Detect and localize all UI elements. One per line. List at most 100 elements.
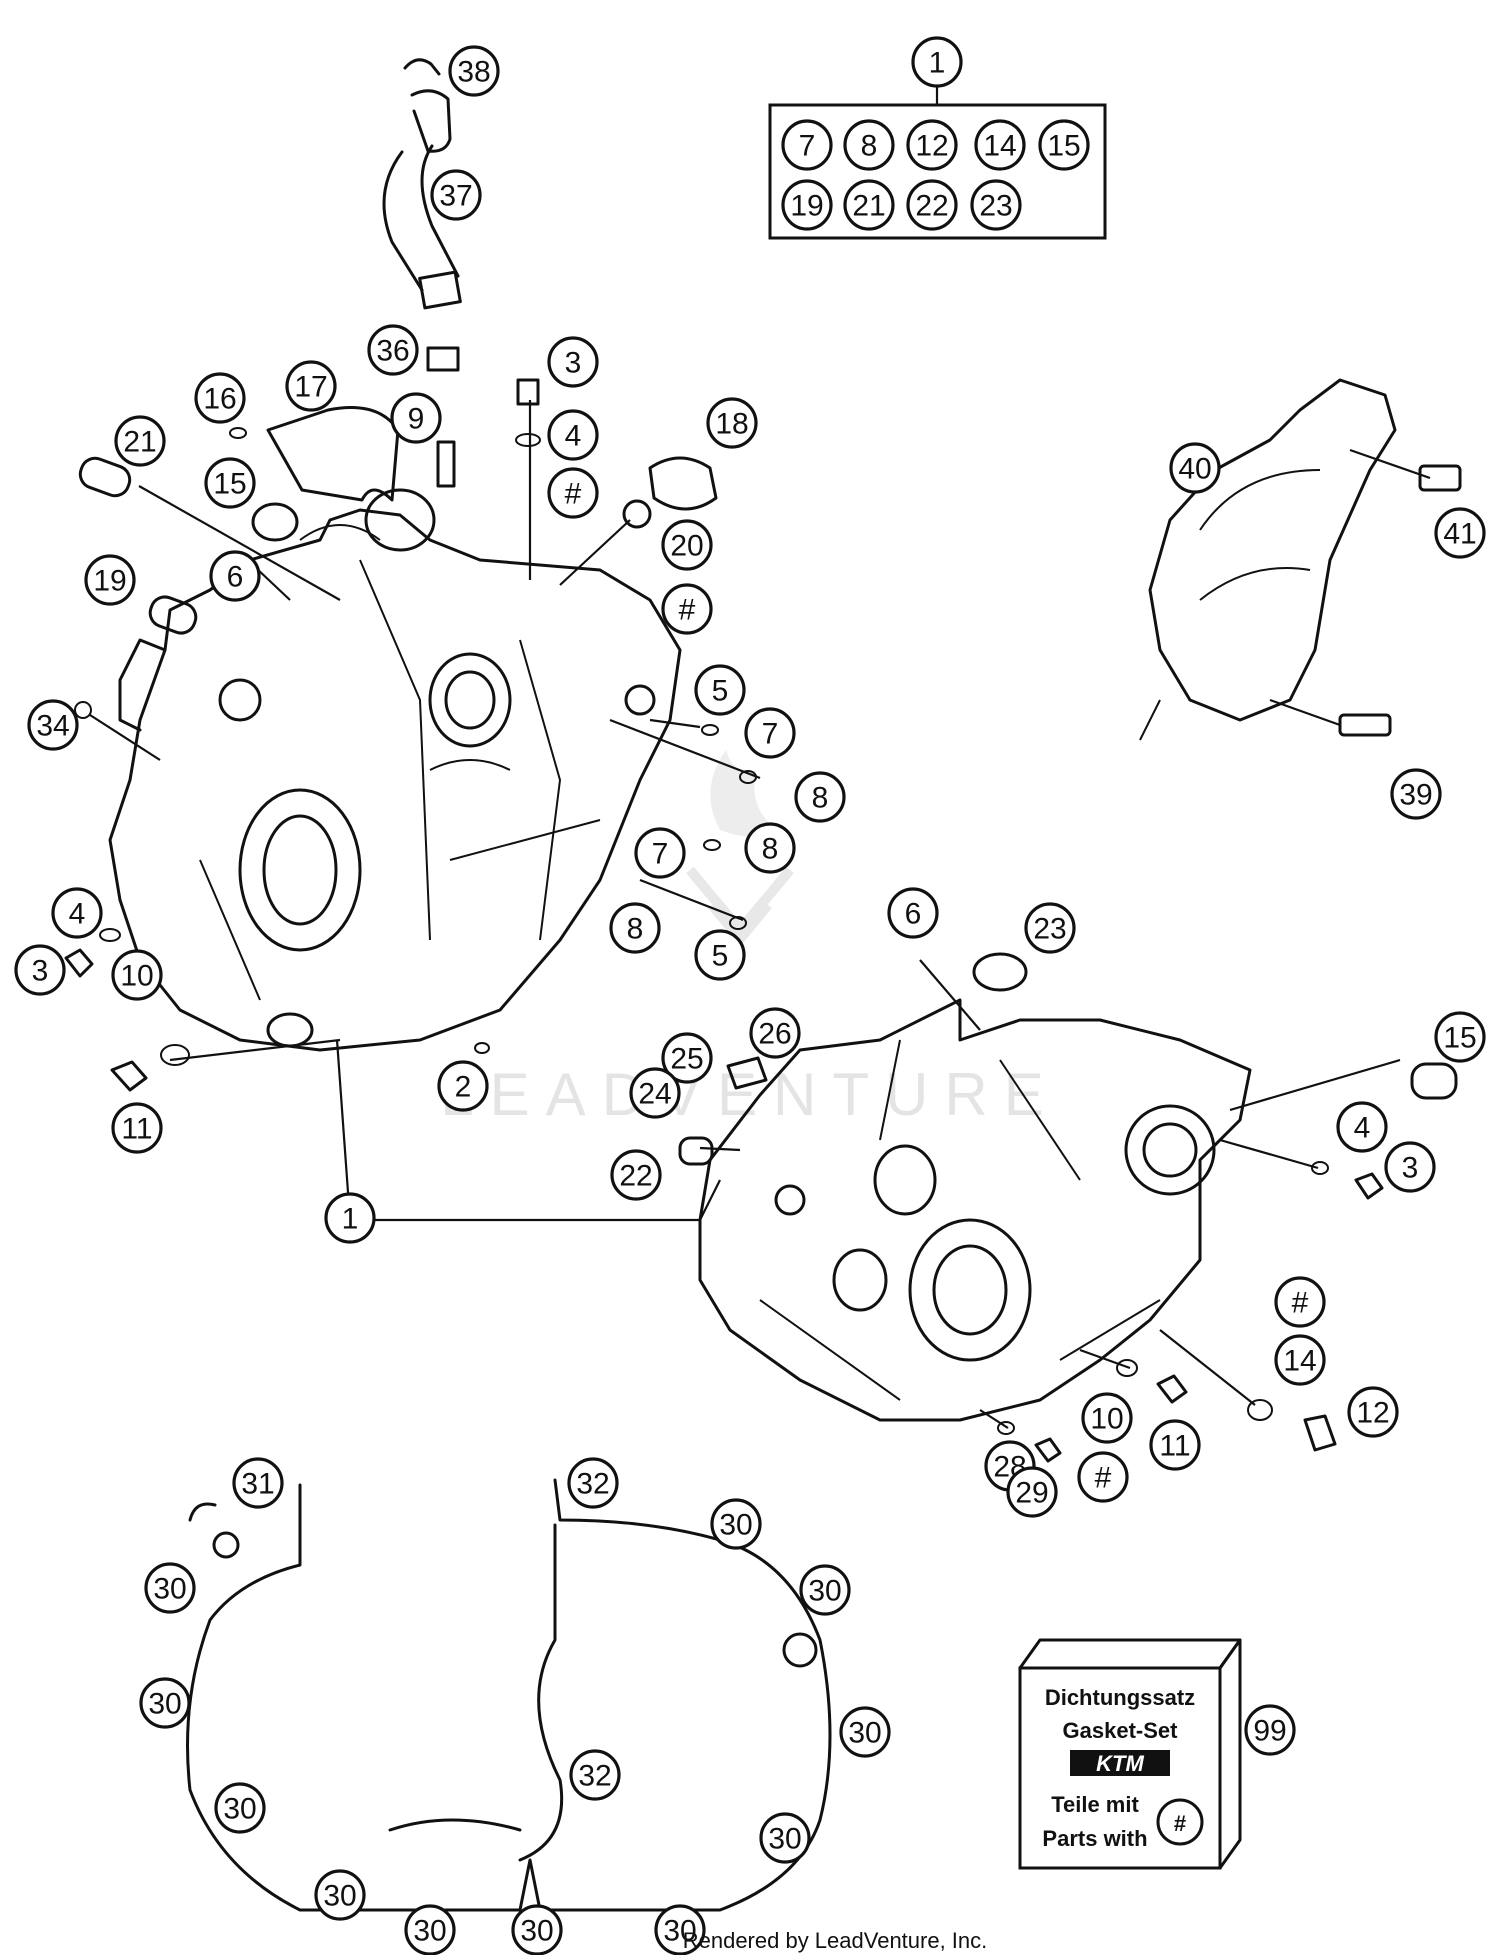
callout-label: 7 bbox=[762, 718, 779, 751]
callout-circle bbox=[511, 1904, 563, 1955]
callout-39: 39 bbox=[1390, 768, 1442, 820]
callout-20: 20 bbox=[661, 519, 713, 571]
callout-label: 29 bbox=[1015, 1477, 1048, 1510]
callout-19: 19 bbox=[84, 554, 136, 606]
callout-41: 41 bbox=[1434, 507, 1486, 559]
callout-label: 19 bbox=[93, 565, 126, 598]
callout-22: 22 bbox=[610, 1149, 662, 1201]
callout-label: 5 bbox=[712, 940, 729, 973]
callout-circle bbox=[1434, 507, 1486, 559]
callout-label: 2 bbox=[455, 1071, 472, 1104]
callout-circle bbox=[974, 119, 1026, 171]
callout-label: 8 bbox=[812, 782, 829, 815]
ktm-logo bbox=[1070, 1750, 1170, 1776]
callout-hash: # bbox=[1077, 1451, 1129, 1503]
kit-line-1: Dichtungssatz bbox=[1045, 1685, 1195, 1710]
callout-11: 11 bbox=[1149, 1419, 1201, 1471]
leader-lines bbox=[89, 400, 1431, 1429]
callout-31: 31 bbox=[232, 1457, 284, 1509]
callout-30: 30 bbox=[214, 1782, 266, 1834]
callout-label: 18 bbox=[715, 408, 748, 441]
callout-label: 32 bbox=[576, 1468, 609, 1501]
callout-label: 30 bbox=[413, 1915, 446, 1948]
callout-30: 30 bbox=[759, 1812, 811, 1864]
callout-label: 7 bbox=[652, 838, 669, 871]
callout-label: 25 bbox=[670, 1043, 703, 1076]
callout-15: 15 bbox=[1434, 1011, 1486, 1063]
callout-4: 4 bbox=[51, 887, 103, 939]
callout-circle bbox=[114, 415, 166, 467]
callout-circle bbox=[204, 457, 256, 509]
callout-circle bbox=[1274, 1276, 1326, 1328]
callout-30: 30 bbox=[139, 1677, 191, 1729]
callout-label: 10 bbox=[1090, 1403, 1123, 1436]
callout-32: 32 bbox=[567, 1457, 619, 1509]
callout-circle bbox=[634, 827, 686, 879]
callout-circle bbox=[367, 324, 419, 376]
callout-label: 30 bbox=[808, 1575, 841, 1608]
callout-circle bbox=[214, 1782, 266, 1834]
callout-30: 30 bbox=[404, 1904, 456, 1955]
callout-label: 11 bbox=[1159, 1430, 1190, 1463]
callout-label: 30 bbox=[223, 1793, 256, 1826]
callout-circle bbox=[1038, 119, 1090, 171]
callout-8: 8 bbox=[744, 822, 796, 874]
callout-18: 18 bbox=[706, 397, 758, 449]
callout-circle bbox=[661, 1032, 713, 1084]
callout-30: 30 bbox=[839, 1706, 891, 1758]
callout-circle bbox=[1434, 1011, 1486, 1063]
callout-circle bbox=[843, 179, 895, 231]
watermark-logo bbox=[686, 750, 794, 947]
callout-19: 19 bbox=[781, 179, 833, 231]
callout-circle bbox=[232, 1457, 284, 1509]
callout-29: 29 bbox=[1006, 1466, 1058, 1518]
callout-circle bbox=[799, 1564, 851, 1616]
callout-label: 21 bbox=[852, 190, 885, 223]
callout-label: # bbox=[679, 594, 696, 627]
callout-7: 7 bbox=[781, 119, 833, 171]
callout-9: 9 bbox=[390, 392, 442, 444]
callout-14: 14 bbox=[974, 119, 1026, 171]
callout-circle bbox=[448, 45, 500, 97]
callout-label: 41 bbox=[1443, 518, 1476, 551]
callout-circle bbox=[390, 392, 442, 444]
kit-line-2: Gasket-Set bbox=[1063, 1718, 1179, 1743]
callout-label: 3 bbox=[1402, 1152, 1419, 1185]
callout-label: 30 bbox=[148, 1688, 181, 1721]
callout-circle bbox=[906, 119, 958, 171]
callout-label: 12 bbox=[915, 130, 948, 163]
callout-circle bbox=[694, 664, 746, 716]
callout-10: 10 bbox=[1081, 1392, 1133, 1444]
ktm-logo-text: KTM bbox=[1096, 1751, 1144, 1776]
callout-37: 37 bbox=[430, 169, 482, 221]
callout-label: 40 bbox=[1178, 453, 1211, 486]
callout-label: 30 bbox=[153, 1573, 186, 1606]
callout-30: 30 bbox=[710, 1498, 762, 1550]
callout-circle bbox=[285, 360, 337, 412]
callout-4: 4 bbox=[547, 409, 599, 461]
callout-label: 15 bbox=[213, 468, 246, 501]
callout-circle bbox=[139, 1677, 191, 1729]
callout-label: 7 bbox=[799, 130, 816, 163]
callout-label: 31 bbox=[241, 1468, 274, 1501]
watermark-text: LEADVENTURE bbox=[440, 1061, 1059, 1128]
callout-label: 37 bbox=[439, 180, 472, 213]
callout-label: 4 bbox=[69, 898, 86, 931]
callout-label: 24 bbox=[638, 1078, 671, 1111]
callout-circle bbox=[1274, 1334, 1326, 1386]
callout-7: 7 bbox=[744, 707, 796, 759]
callout-hash: # bbox=[1274, 1276, 1326, 1328]
callout-label: 4 bbox=[565, 420, 582, 453]
callout-label: 39 bbox=[1399, 779, 1432, 812]
callout-3: 3 bbox=[1384, 1141, 1436, 1193]
callout-1: 1 bbox=[324, 1192, 376, 1244]
callout-label: 30 bbox=[768, 1823, 801, 1856]
callout-circle bbox=[437, 1060, 489, 1112]
callout-circle bbox=[324, 1192, 376, 1244]
callout-label: 23 bbox=[1033, 913, 1066, 946]
callout-circle bbox=[1077, 1451, 1129, 1503]
callout-8: 8 bbox=[609, 902, 661, 954]
callout-label: 36 bbox=[376, 335, 409, 368]
callout-99: 99 bbox=[1244, 1704, 1296, 1756]
